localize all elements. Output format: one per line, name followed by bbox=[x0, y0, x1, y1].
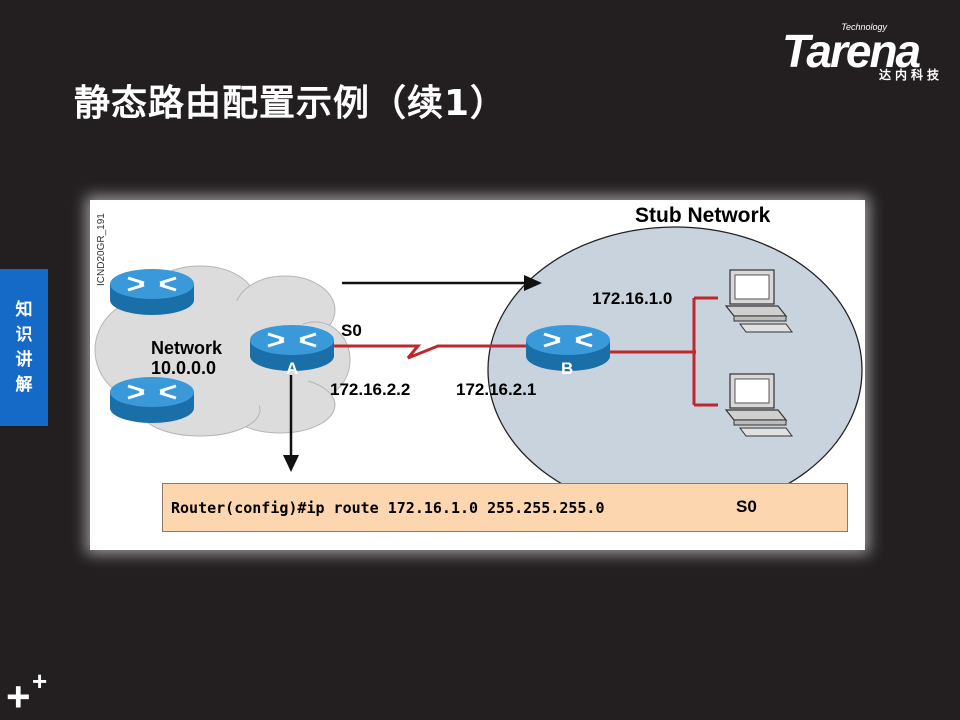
logo-chinese: 达内科技 bbox=[878, 68, 943, 82]
router-b-label: B bbox=[561, 359, 573, 378]
figure-id-container: ICND20GR_191 bbox=[96, 213, 107, 286]
figure-id: ICND20GR_191 bbox=[96, 213, 107, 286]
stub-network-label: Stub Network bbox=[635, 204, 771, 227]
slide-title: 静态路由配置示例（续1） bbox=[74, 83, 508, 124]
command-interface: S0 bbox=[736, 497, 757, 516]
stub-network-address: 172.16.1.0 bbox=[592, 289, 672, 308]
direction-arrow bbox=[524, 275, 542, 291]
router-cloud-bottom bbox=[108, 375, 196, 425]
side-tab-char: 解 bbox=[15, 374, 33, 395]
side-tab-char: 识 bbox=[15, 324, 33, 345]
serial-link bbox=[330, 344, 530, 360]
side-tab[interactable]: 知 识 讲 解 bbox=[0, 269, 48, 426]
side-tab-char: 讲 bbox=[15, 349, 33, 370]
network-diagram: Stub Network Network 10.0.0.0 A B S0 172… bbox=[94, 204, 863, 514]
ip-router-b: 172.16.2.1 bbox=[456, 380, 536, 399]
logo-technology: Technology bbox=[841, 22, 887, 32]
tarena-logo: Technology Tarena 达内科技 bbox=[782, 20, 947, 82]
logo-wordmark: Tarena bbox=[782, 25, 921, 77]
command-box: Router(config)#ip route 172.16.1.0 255.2… bbox=[162, 483, 848, 532]
network-label: Network bbox=[151, 338, 223, 358]
down-arrow bbox=[283, 455, 299, 472]
command-text: Router(config)#ip route 172.16.1.0 255.2… bbox=[171, 499, 605, 517]
stub-network-area bbox=[487, 226, 863, 514]
router-a-label: A bbox=[286, 359, 298, 378]
router-cloud-top bbox=[108, 267, 196, 317]
interface-s0-label: S0 bbox=[341, 321, 362, 340]
ip-router-a: 172.16.2.2 bbox=[330, 380, 410, 399]
side-tab-char: 知 bbox=[15, 299, 33, 320]
network-address: 10.0.0.0 bbox=[151, 358, 216, 378]
diagram-panel: Stub Network Network 10.0.0.0 A B S0 172… bbox=[90, 200, 865, 550]
